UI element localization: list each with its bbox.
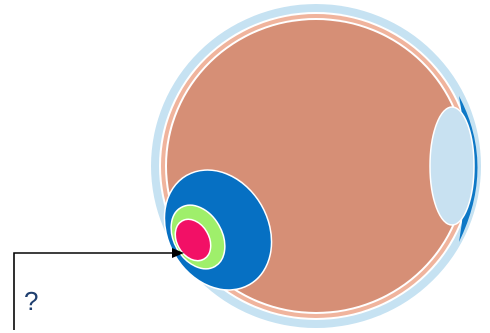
question-mark-label: ? (24, 286, 38, 316)
lens (430, 107, 474, 225)
